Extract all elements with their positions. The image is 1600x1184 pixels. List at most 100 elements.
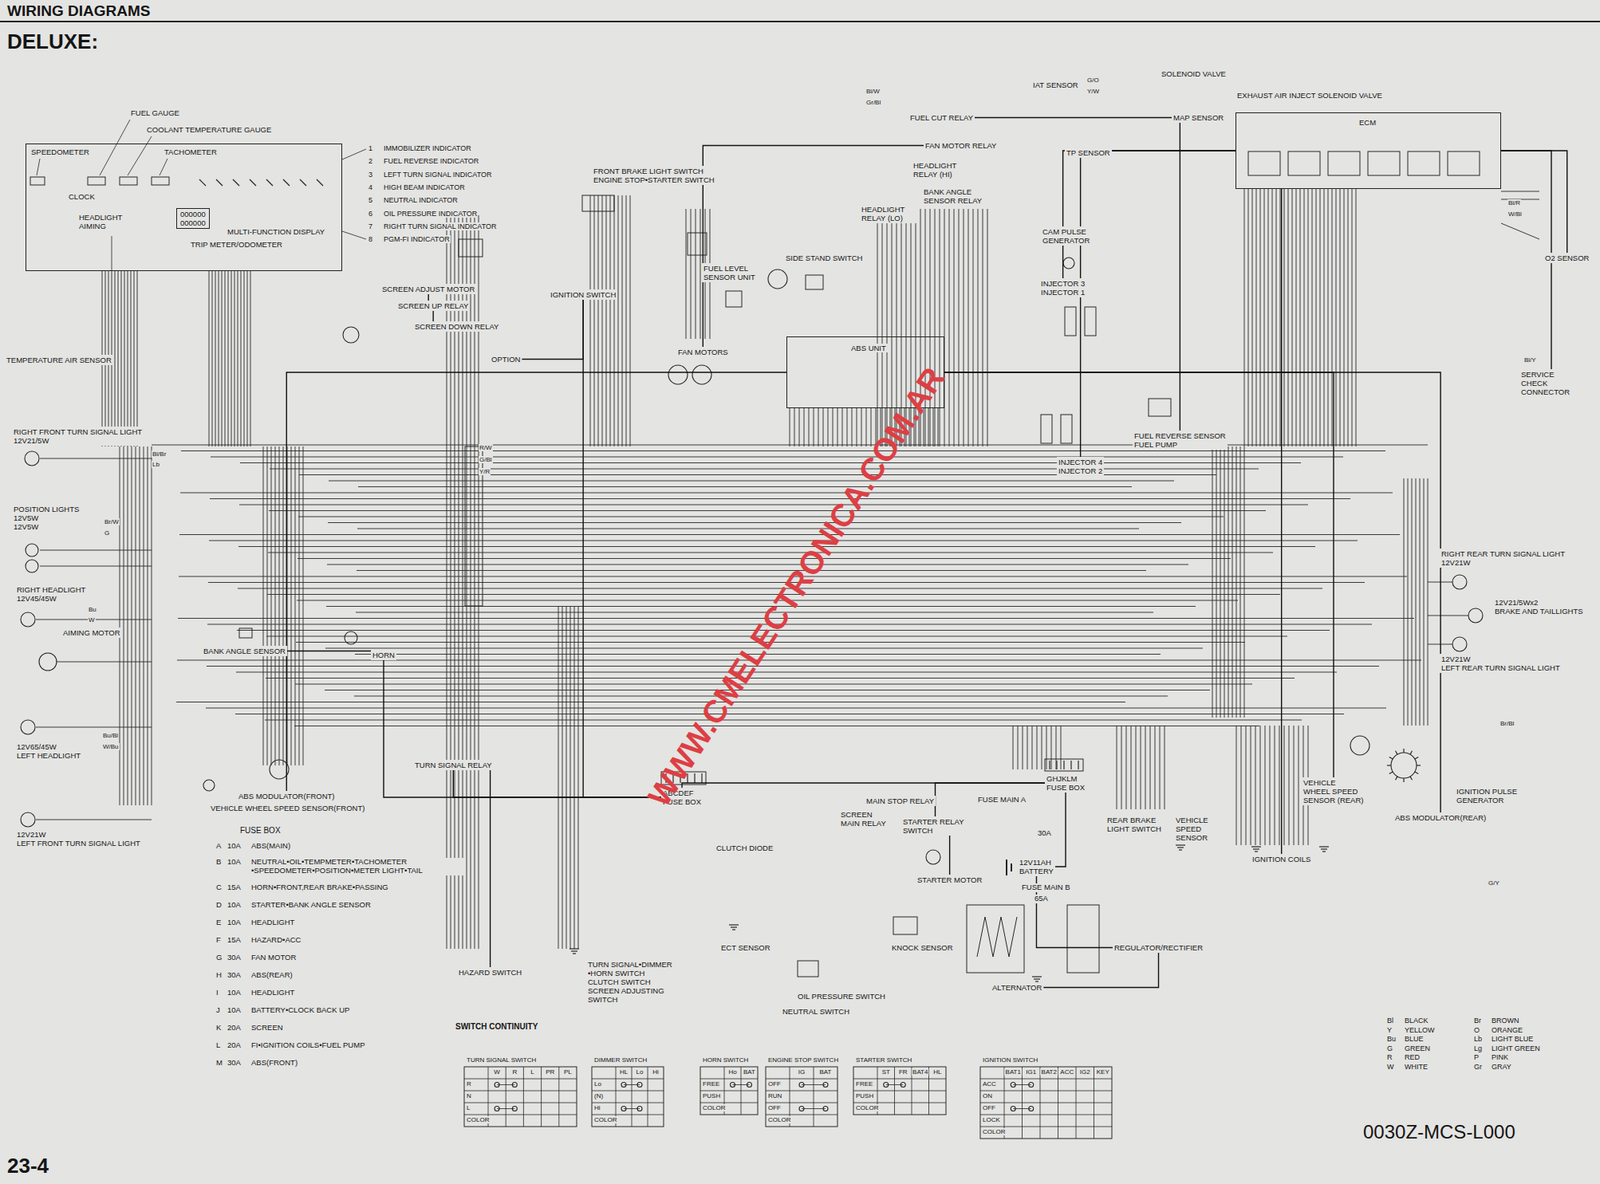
table-cell: OFF	[767, 1104, 782, 1112]
harness-wire	[247, 271, 249, 447]
component-label: ALTERNATOR	[990, 982, 1044, 994]
harness-wire	[1256, 189, 1258, 447]
motor-sensor-symbol	[692, 365, 712, 385]
connector-block	[1067, 905, 1100, 974]
table-rule	[558, 1067, 560, 1128]
component-label: FAN MOTORS	[676, 346, 730, 358]
component-name: 12V11AH	[1019, 858, 1054, 867]
component-name: EXHAUST AIR INJECT SOLENOID VALVE	[1237, 90, 1383, 100]
table-rule	[980, 1103, 1112, 1104]
component-label: GHJKLMFUSE BOX	[1044, 773, 1087, 793]
table-rule	[700, 1091, 758, 1092]
harness-wire	[228, 271, 229, 447]
component-name: INJECTOR 1	[1040, 287, 1085, 297]
component-label: SIDE STAND SWITCH	[784, 252, 864, 264]
harness-wire	[1268, 189, 1269, 447]
component-label: TP SENSOR	[1064, 147, 1112, 158]
leader-line	[159, 158, 168, 176]
harness-wire	[610, 195, 611, 447]
component-name: VEHICLE WHEEL SPEED SENSOR (REAR)	[1303, 778, 1364, 805]
motor-sensor-symbol	[203, 780, 215, 792]
harness-wire	[1260, 725, 1262, 846]
color-code: Bl	[1386, 1016, 1395, 1025]
component-label: BANK ANGLE SENSOR	[201, 646, 288, 657]
pulse-rotor-tooth	[1402, 748, 1404, 753]
harness-wire	[861, 408, 863, 447]
harness-wire	[237, 271, 239, 447]
wire-color-code: Gr/Bl	[865, 98, 882, 107]
wire-color-code: Y/R	[478, 468, 491, 476]
component-name: LEFT FRONT TURN SIGNAL LIGHT	[16, 839, 141, 848]
harness-wire	[1232, 446, 1234, 718]
fuse-rating: 20A	[226, 1041, 242, 1051]
harness-wire	[121, 271, 123, 447]
harness-wire	[147, 446, 149, 806]
color-code: W	[1386, 1063, 1396, 1072]
color-name: GRAY	[1490, 1063, 1513, 1072]
component-label: MAP SENSOR	[1171, 112, 1226, 123]
fuse-rating: 65A	[1033, 894, 1049, 904]
harness-wire	[327, 564, 1189, 566]
table-rule	[700, 1103, 758, 1104]
wire-color-code: R/W	[478, 444, 493, 452]
harness-wire	[1036, 725, 1038, 770]
ground-symbol	[732, 929, 736, 931]
harness-wire	[1121, 725, 1123, 810]
continuity-dot	[1010, 1107, 1016, 1112]
harness-wire	[1248, 189, 1250, 447]
connector-block	[1060, 414, 1072, 444]
continuity-dot	[512, 1107, 517, 1112]
callout-number: 6	[367, 209, 374, 218]
harness-wire	[1252, 189, 1254, 447]
gauge-label: FUEL GAUGE	[130, 109, 181, 119]
table-rule	[801, 1084, 826, 1086]
sensor-wire	[1501, 191, 1540, 193]
pulse-rotor-tooth	[1387, 764, 1392, 766]
motor-sensor-symbol	[269, 760, 289, 780]
harness-wire	[1264, 189, 1266, 447]
wire-connector	[427, 294, 429, 301]
gauge-symbol	[119, 177, 138, 186]
harness-wire	[1269, 725, 1271, 846]
component-box: CLOCKHEADLIGHT AIMINGMULTI-FUNCTION DISP…	[25, 143, 343, 272]
header-rule-group	[0, 21, 1600, 23]
fuse-rating: 30A	[226, 1059, 242, 1068]
ground-symbol	[1178, 849, 1183, 851]
table-rule	[853, 1079, 946, 1080]
component-label: REAR BRAKE LIGHT SWITCH	[1105, 815, 1166, 835]
color-code: R	[1386, 1053, 1394, 1062]
harness-wire	[1279, 725, 1281, 846]
harness-wire	[1284, 189, 1285, 447]
table-cell: (N)	[593, 1092, 604, 1100]
motor-sensor-symbol-group	[39, 257, 1417, 865]
component-name: SCREEN ADJUSTING SWITCH	[587, 986, 685, 1005]
component-name: REGULATOR/RECTIFIER	[1114, 943, 1203, 953]
color-name: ORANGE	[1490, 1026, 1524, 1035]
harness-wire	[114, 271, 116, 447]
continuity-dot	[1028, 1107, 1034, 1112]
component-label: 12V65/45WLEFT HEADLIGHT	[15, 741, 83, 761]
component-name: REAR BRAKE LIGHT SWITCH	[1107, 815, 1164, 834]
component-label: SERVICE CHECK CONNECTOR	[1519, 369, 1584, 398]
harness-wire	[963, 208, 965, 447]
component-name: VEHICLE SPEED SENSOR	[1175, 815, 1230, 843]
harness-wire	[1288, 189, 1289, 447]
pulse-rotor-tooth	[1395, 776, 1399, 781]
color-code: Bu	[1386, 1035, 1397, 1044]
harness-wire	[1041, 725, 1043, 770]
gauge-symbol	[30, 177, 45, 186]
harness-wire	[827, 408, 829, 447]
harness-wire	[977, 208, 979, 447]
component-label: FAN MOTOR RELAY	[923, 140, 998, 151]
connector-block	[797, 961, 819, 978]
component-label: 12V11AHBATTERY	[1017, 857, 1056, 877]
component-name: HEADLIGHT RELAY (HI)	[913, 161, 968, 179]
motor-sensor-symbol	[668, 365, 688, 385]
sensor-wire	[1501, 223, 1540, 240]
harness-wire	[973, 208, 974, 447]
table-rule	[647, 1067, 649, 1128]
ground-symbol	[569, 948, 580, 950]
fuse-circuit: NEUTRAL•OIL•TEMPMETER•TACHOMETER •SPEEDO…	[250, 858, 464, 876]
fuse-letter: M	[215, 1059, 224, 1068]
gauge-label: SPEEDOMETER	[30, 148, 91, 158]
